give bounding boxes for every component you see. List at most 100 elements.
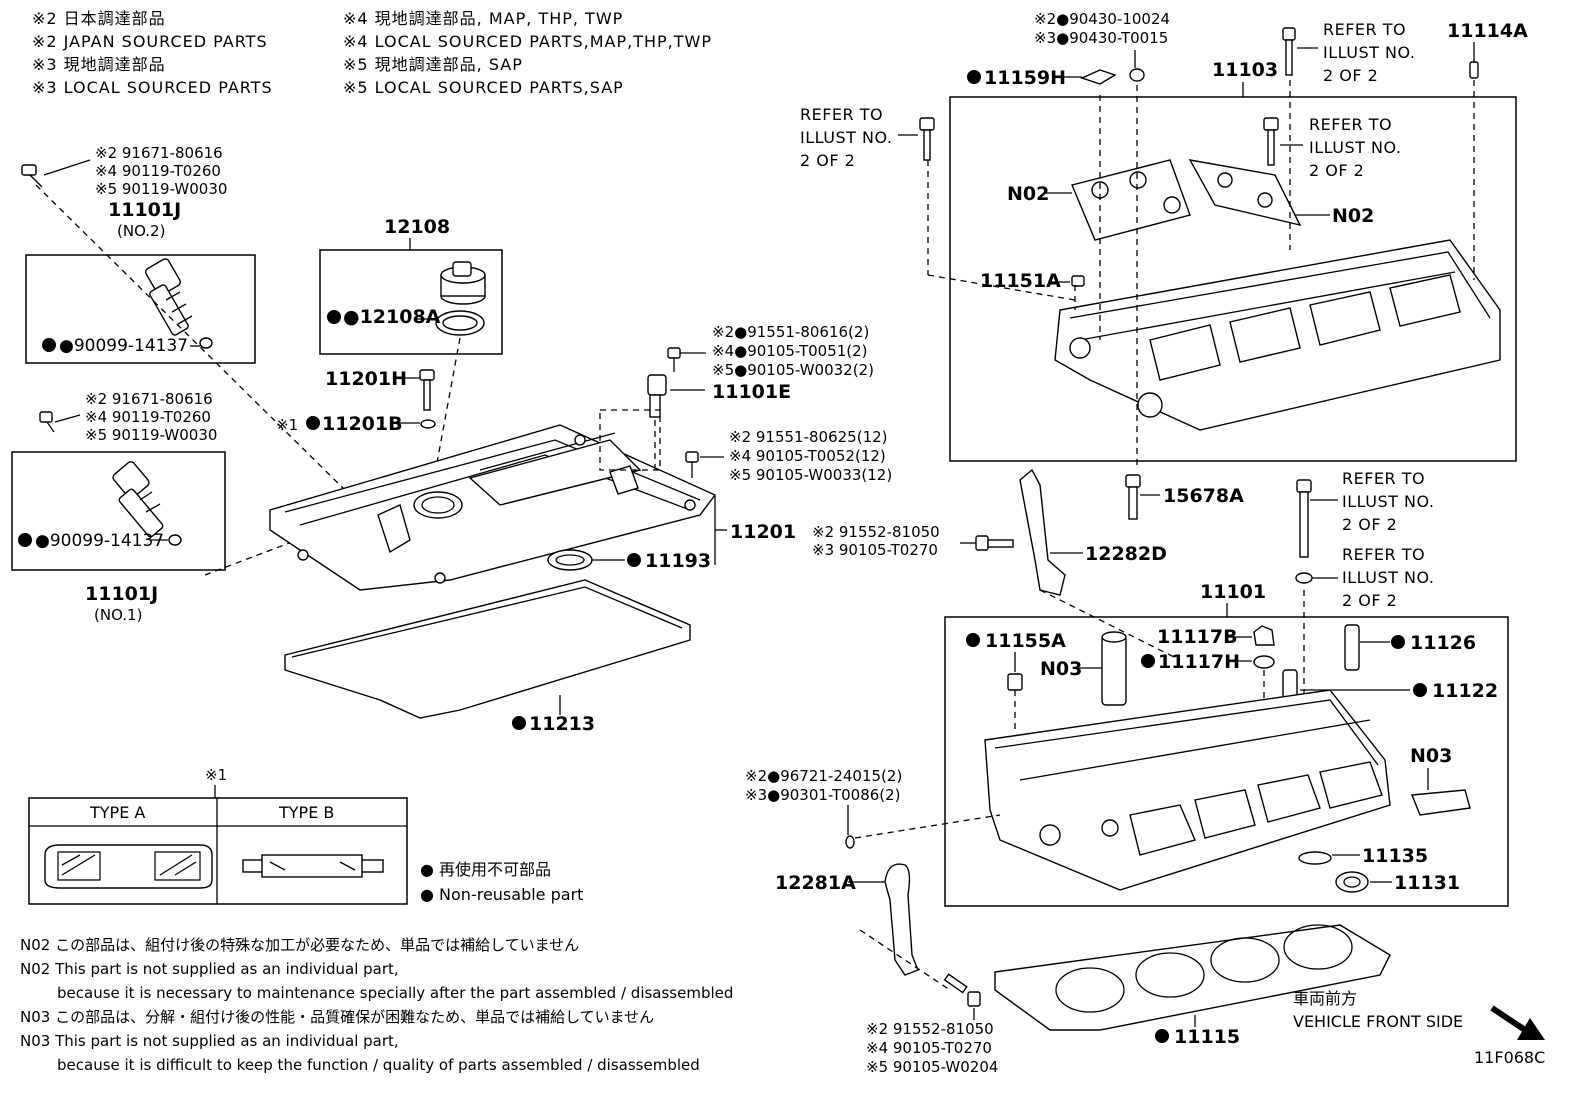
code-line: ※4 90119-T0260 (95, 162, 221, 180)
callout-refer-top-mid[interactable]: REFER TO ILLUST NO. 2 OF 2 (1282, 20, 1415, 85)
code-line: ※3●90430-T0015 (1034, 29, 1168, 47)
callout-11115[interactable]: 11115 (994, 924, 1391, 1048)
callout-91551-bolts[interactable]: ※2 91551-80625(12) ※4 90105-T0052(12) ※5… (685, 428, 892, 484)
callout-11114A[interactable]: 11114A (1447, 20, 1528, 79)
legend-en: ● Non-reusable part (420, 885, 583, 904)
refer-line: 2 OF 2 (1342, 515, 1397, 534)
callout-11193[interactable]: 11193 (547, 549, 711, 572)
bolt-icon (21, 164, 43, 188)
callout-n03-b[interactable]: N03 (1410, 745, 1471, 816)
bearing-cap-icon (1188, 159, 1302, 227)
note-n02-en2: because it is necessary to maintenance s… (57, 984, 733, 1002)
callout-12108[interactable]: 12108 ●12108A (319, 216, 503, 355)
callout-11101J-no2[interactable]: ※2 91671-80616 ※4 90119-T0260 ※5 90119-W… (21, 144, 256, 364)
arrow-down-right-icon (1490, 1005, 1545, 1040)
refer-line: 2 OF 2 (1309, 161, 1364, 180)
callout-refer-top-right[interactable]: REFER TO ILLUST NO. 2 OF 2 (1263, 115, 1401, 180)
type-b-bushing-icon (242, 854, 384, 878)
gasket-icon (1129, 68, 1145, 82)
callout-11151A[interactable]: 11151A (980, 270, 1085, 292)
part-number: 11126 (1410, 632, 1476, 654)
tube-icon (1411, 789, 1471, 816)
header-line2-right: ※4 LOCAL SOURCED PARTS,MAP,THP,TWP (343, 32, 712, 51)
callout-91552-top[interactable]: ※2 91552-81050 ※3 90105-T0270 (812, 523, 1014, 559)
front-en: VEHICLE FRONT SIDE (1293, 1012, 1463, 1031)
callout-n03-a[interactable]: N03 (1040, 631, 1127, 706)
code-line: ※5 90119-W0030 (95, 180, 227, 198)
callout-11159H[interactable]: 11159H (967, 67, 1117, 89)
callout-11131[interactable]: 11131 (1335, 871, 1460, 894)
callout-11103[interactable]: 11103 (1212, 59, 1278, 97)
callout-11117H[interactable]: 11117H (1141, 651, 1275, 673)
head-gasket-icon (994, 924, 1391, 1031)
part-number: 11131 (1394, 872, 1460, 894)
header-line4-left: ※3 LOCAL SOURCED PARTS (32, 78, 273, 97)
callout-90430[interactable]: ※2●90430-10024 ※3●90430-T0015 (1034, 10, 1170, 82)
gasket-icon (1253, 655, 1275, 669)
code-line: ※5 90105-W0033(12) (729, 466, 892, 484)
plug-icon (1253, 625, 1275, 646)
callout-11201B[interactable]: ※1 11201B (276, 413, 436, 435)
refer-line: 2 OF 2 (800, 151, 855, 170)
callout-11101[interactable]: 11101 (1200, 581, 1266, 617)
note-n03-jp: N03 この部品は、分解・組付け後の性能・品質確保が困難なため、単品では補給して… (20, 1008, 654, 1026)
code-line: ※5●90105-W0032(2) (712, 361, 874, 379)
code-line: ※2 91552-81050 (866, 1020, 994, 1038)
code-line: ※5 90105-W0204 (866, 1058, 998, 1076)
bolt-icon (975, 535, 1014, 551)
part-number: 12282D (1085, 543, 1167, 565)
seal-icon (1335, 871, 1369, 893)
note-marker: N02 (1007, 183, 1049, 205)
callout-11201H[interactable]: 11201H (325, 368, 435, 411)
part-box (319, 249, 503, 355)
code-line: ※2 91552-81050 (812, 523, 940, 541)
bolt-icon (919, 117, 935, 161)
callout-11213[interactable]: 11213 (284, 579, 691, 735)
refer-line: REFER TO (1342, 545, 1425, 564)
callout-11135[interactable]: 11135 (1298, 845, 1428, 867)
mark: ※1 (276, 416, 298, 434)
callout-11117B[interactable]: 11117B (1157, 625, 1275, 648)
type-a-seal-icon (44, 844, 213, 889)
callout-11126[interactable]: 11126 (1344, 624, 1476, 671)
tube-icon (1344, 624, 1360, 671)
refer-line: REFER TO (1323, 20, 1406, 39)
bolt-icon (1263, 117, 1279, 166)
callout-15678A[interactable]: 15678A (1125, 474, 1244, 520)
code-line: ※4●90105-T0051(2) (712, 342, 868, 360)
callout-refer-mid-2[interactable]: REFER TO ILLUST NO. 2 OF 2 (1295, 545, 1434, 610)
callout-11201[interactable]: 11201 (714, 496, 796, 565)
part-number: 15678A (1163, 485, 1244, 507)
callout-11101J-no1[interactable]: ※2 91671-80616 ※4 90119-T0260 ※5 90119-W… (11, 390, 226, 624)
callout-n02-left[interactable]: N02 (1007, 159, 1191, 241)
callout-12282D[interactable]: 12282D (1019, 468, 1167, 596)
pin-icon (1469, 61, 1479, 79)
refer-line: REFER TO (800, 105, 883, 124)
type-a-label: TYPE A (89, 803, 145, 822)
bolt-icon (1125, 474, 1141, 520)
callout-11101E[interactable]: ※2●91551-80616(2) ※4●90105-T0051(2) ※5●9… (647, 323, 874, 418)
callout-91552-bottom[interactable]: ※2 91552-81050 ※4 90105-T0270 ※5 90105-W… (866, 973, 998, 1076)
callout-96721[interactable]: ※2●96721-24015(2) ※3●90301-T0086(2) (745, 767, 902, 849)
callout-11155A[interactable]: 11155A (966, 630, 1066, 691)
legend-jp: ● 再使用不可部品 (420, 860, 551, 879)
callout-n02-right[interactable]: N02 (1188, 159, 1374, 227)
part-sub: (NO.1) (94, 606, 142, 624)
callout-12281A[interactable]: 12281A (775, 863, 919, 976)
code-line: ※4 90119-T0260 (85, 408, 211, 426)
bolt-icon (419, 369, 435, 411)
note-marker: N03 (1410, 745, 1452, 767)
washer-icon (420, 419, 436, 429)
header-line2-left: ※2 JAPAN SOURCED PARTS (32, 32, 268, 51)
note-marker: N02 (1332, 205, 1374, 227)
bolt-icon (1282, 27, 1296, 76)
code-line: ※2 91671-80616 (95, 144, 223, 162)
part-number: 11151A (980, 270, 1061, 292)
part-number: 11101J (108, 199, 181, 221)
part-box (25, 254, 256, 364)
camshaft-housing-icon (1054, 239, 1501, 431)
callout-refer-top-left[interactable]: REFER TO ILLUST NO. 2 OF 2 (800, 105, 935, 170)
callout-refer-mid-1[interactable]: REFER TO ILLUST NO. 2 OF 2 (1296, 469, 1434, 558)
bearing-cap-icon (1071, 159, 1191, 241)
header-legend: ※2 日本調達部品 ※2 JAPAN SOURCED PARTS ※3 現地調達… (32, 9, 712, 97)
